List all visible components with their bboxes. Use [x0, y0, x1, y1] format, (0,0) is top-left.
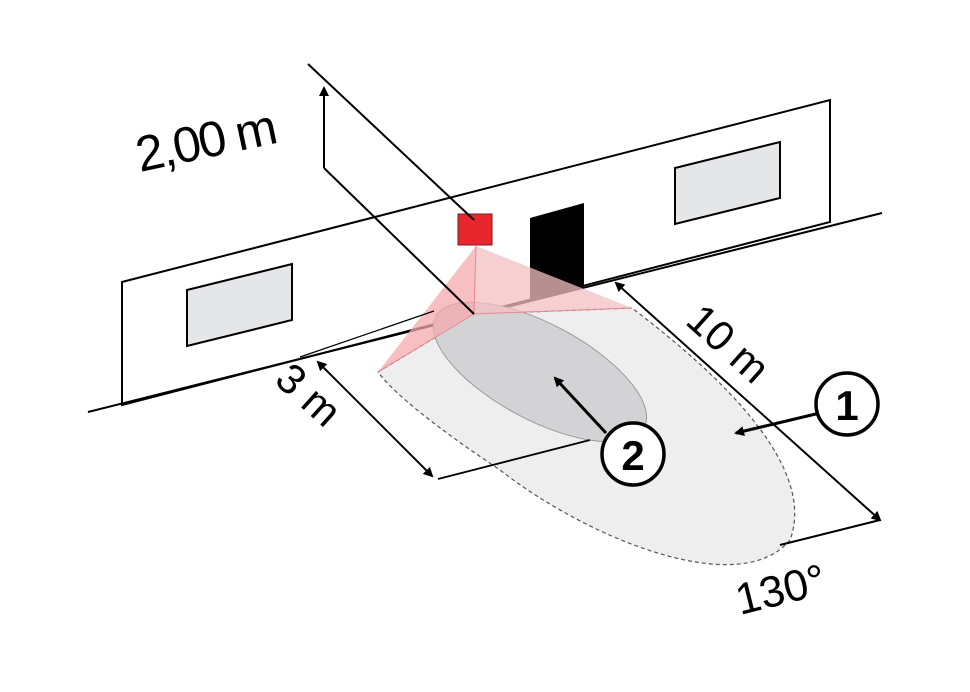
callout-1-number: 1 [835, 382, 858, 429]
width-extension-bottom [437, 439, 591, 480]
sensor-beam-right [474, 246, 632, 314]
callout-2-arrow [553, 376, 608, 435]
angle-line-right [779, 519, 881, 546]
window-right [674, 140, 781, 226]
angle-label: 130° [731, 555, 831, 625]
callout-1-arrow [734, 411, 821, 437]
window-left [186, 262, 293, 348]
height-reference-line-top [307, 63, 475, 221]
width-arrow [316, 360, 434, 478]
range-arrow [614, 281, 882, 522]
height-reference-line-bottom [323, 167, 475, 315]
sensor-beam [378, 246, 476, 372]
callout-2: 2 [600, 421, 666, 487]
width-extension-top [299, 310, 435, 358]
callout-2-number: 2 [621, 432, 644, 479]
motion-sensor [457, 213, 493, 246]
callout-1: 1 [814, 371, 880, 437]
height-label: 2,00 m [131, 99, 280, 183]
sensor-vertical [473, 245, 477, 315]
width-label: 3 m [267, 354, 350, 436]
